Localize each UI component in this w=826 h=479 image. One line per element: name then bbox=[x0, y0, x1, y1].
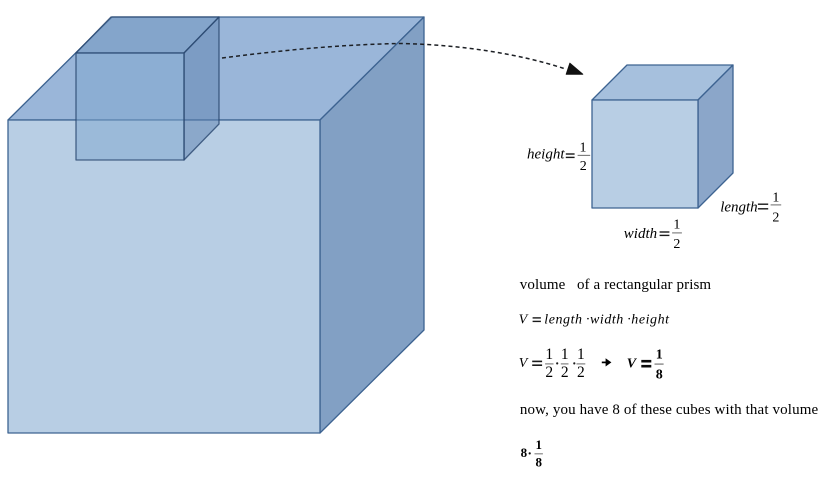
svg-text:width: width bbox=[624, 226, 657, 242]
svg-text:now, you have 8 of these cubes: now, you have 8 of these cubes with that… bbox=[520, 402, 819, 418]
svg-text:length: length bbox=[720, 199, 758, 215]
svg-text:V: V bbox=[627, 357, 638, 372]
svg-text:1: 1 bbox=[656, 347, 663, 362]
svg-text:8: 8 bbox=[521, 445, 528, 460]
svg-text:V: V bbox=[519, 356, 529, 371]
svg-text:2: 2 bbox=[580, 159, 587, 174]
svg-text:8: 8 bbox=[656, 368, 663, 383]
svg-text:1: 1 bbox=[561, 346, 569, 363]
svg-text:2: 2 bbox=[545, 364, 553, 381]
svg-text:1: 1 bbox=[545, 346, 553, 363]
svg-text:1: 1 bbox=[577, 346, 585, 363]
svg-text:2: 2 bbox=[561, 364, 569, 381]
svg-text:length ·width ·height: length ·width ·height bbox=[544, 312, 670, 327]
svg-text:2: 2 bbox=[772, 210, 779, 225]
svg-text:1: 1 bbox=[580, 140, 587, 155]
svg-text:1: 1 bbox=[772, 190, 779, 205]
svg-text:height: height bbox=[527, 147, 565, 163]
svg-text:1: 1 bbox=[535, 437, 542, 452]
svg-text:V: V bbox=[519, 312, 529, 327]
svg-text:volume of a rectangular pris: volume of a rectangular prism bbox=[520, 277, 712, 293]
svg-text:8: 8 bbox=[535, 455, 542, 470]
svg-text:1: 1 bbox=[673, 218, 680, 233]
svg-text:2: 2 bbox=[673, 237, 680, 252]
svg-text:2: 2 bbox=[577, 364, 585, 381]
